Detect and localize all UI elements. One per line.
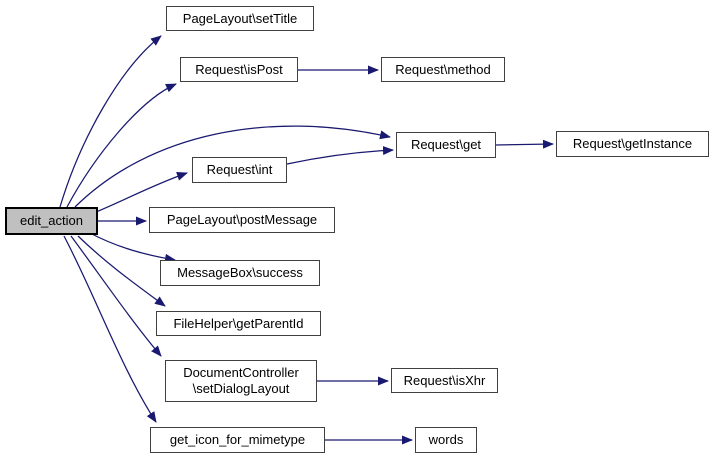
node-get-icon-for-mimetype[interactable]: get_icon_for_mimetype xyxy=(150,427,325,453)
node-request-isxhr[interactable]: Request\isXhr xyxy=(391,368,498,393)
node-request-int[interactable]: Request\int xyxy=(192,157,287,183)
node-pagelayout-postmessage[interactable]: PageLayout\postMessage xyxy=(149,207,335,233)
edge-get-getInstance xyxy=(495,139,554,149)
node-request-ispost[interactable]: Request\isPost xyxy=(180,57,298,82)
node-request-method[interactable]: Request\method xyxy=(381,57,505,82)
edge-int-get xyxy=(286,146,394,165)
edge-edit_action-setTitle xyxy=(59,35,162,208)
edge-edit_action-getParentId xyxy=(77,235,166,307)
node-filehelper-getparentid[interactable]: FileHelper\getParentId xyxy=(156,311,321,336)
node-pagelayout-settitle[interactable]: PageLayout\setTitle xyxy=(166,6,314,31)
edge-edit_action-isPost xyxy=(66,83,177,208)
edge-edit_action-int xyxy=(95,171,188,213)
node-edit-action: edit_action xyxy=(5,207,98,235)
node-request-get[interactable]: Request\get xyxy=(396,132,496,158)
edge-edit_action-get xyxy=(74,125,391,208)
node-words[interactable]: words xyxy=(415,427,477,453)
node-documentcontroller-setdialoglayout[interactable]: DocumentController \setDialogLayout xyxy=(165,360,317,402)
edge-edit_action-success xyxy=(87,231,176,263)
node-label-line1: DocumentController xyxy=(183,365,299,381)
edge-edit_action-setDialogLayout xyxy=(70,235,162,357)
node-messagebox-success[interactable]: MessageBox\success xyxy=(160,260,320,286)
edge-edit_action-getIconForMimetype xyxy=(63,235,157,423)
node-label-line2: \setDialogLayout xyxy=(192,381,290,396)
node-request-getinstance[interactable]: Request\getInstance xyxy=(556,131,709,157)
